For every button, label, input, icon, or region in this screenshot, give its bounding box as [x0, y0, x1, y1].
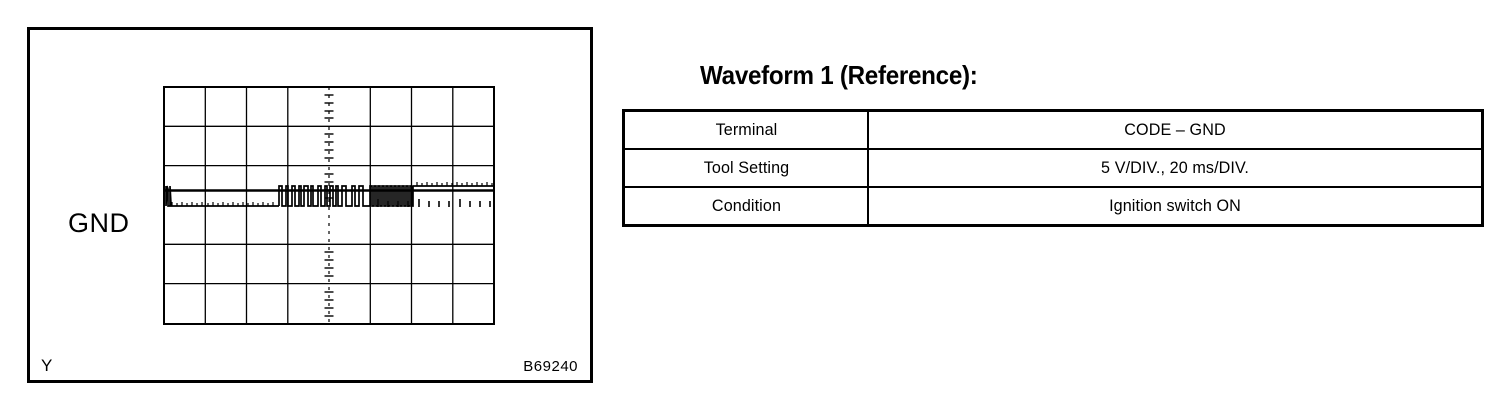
- baseline-noise: [171, 202, 274, 206]
- figure-corner-label: Y: [41, 356, 53, 375]
- waveform-section-title: Waveform 1 (Reference):: [700, 60, 978, 90]
- table-row: Condition Ignition switch ON: [624, 186, 1483, 227]
- spec-label-condition: Condition: [628, 186, 863, 227]
- signal-trace: [165, 185, 493, 207]
- table-row: Tool Setting 5 V/DIV., 20 ms/DIV.: [624, 148, 1483, 188]
- gnd-baseline-label: GND: [68, 208, 130, 238]
- figure-reference-code: B69240: [523, 358, 578, 375]
- table-row: Terminal CODE – GND: [624, 109, 1483, 150]
- spec-label-terminal: Terminal: [628, 109, 863, 150]
- graticule-horizontal-lines: [164, 125, 494, 285]
- spec-value-terminal: CODE – GND: [882, 109, 1469, 150]
- spec-value-tool-setting: 5 V/DIV., 20 ms/DIV.: [882, 148, 1469, 188]
- spec-value-condition: Ignition switch ON: [882, 186, 1469, 227]
- high-level-noise: [416, 182, 493, 186]
- oscilloscope-graticule: [163, 86, 495, 325]
- waveform-spec-table: Terminal CODE – GND Tool Setting 5 V/DIV…: [622, 109, 1484, 227]
- oscilloscope-figure-panel: GND: [27, 27, 593, 383]
- spec-label-tool-setting: Tool Setting: [628, 148, 863, 188]
